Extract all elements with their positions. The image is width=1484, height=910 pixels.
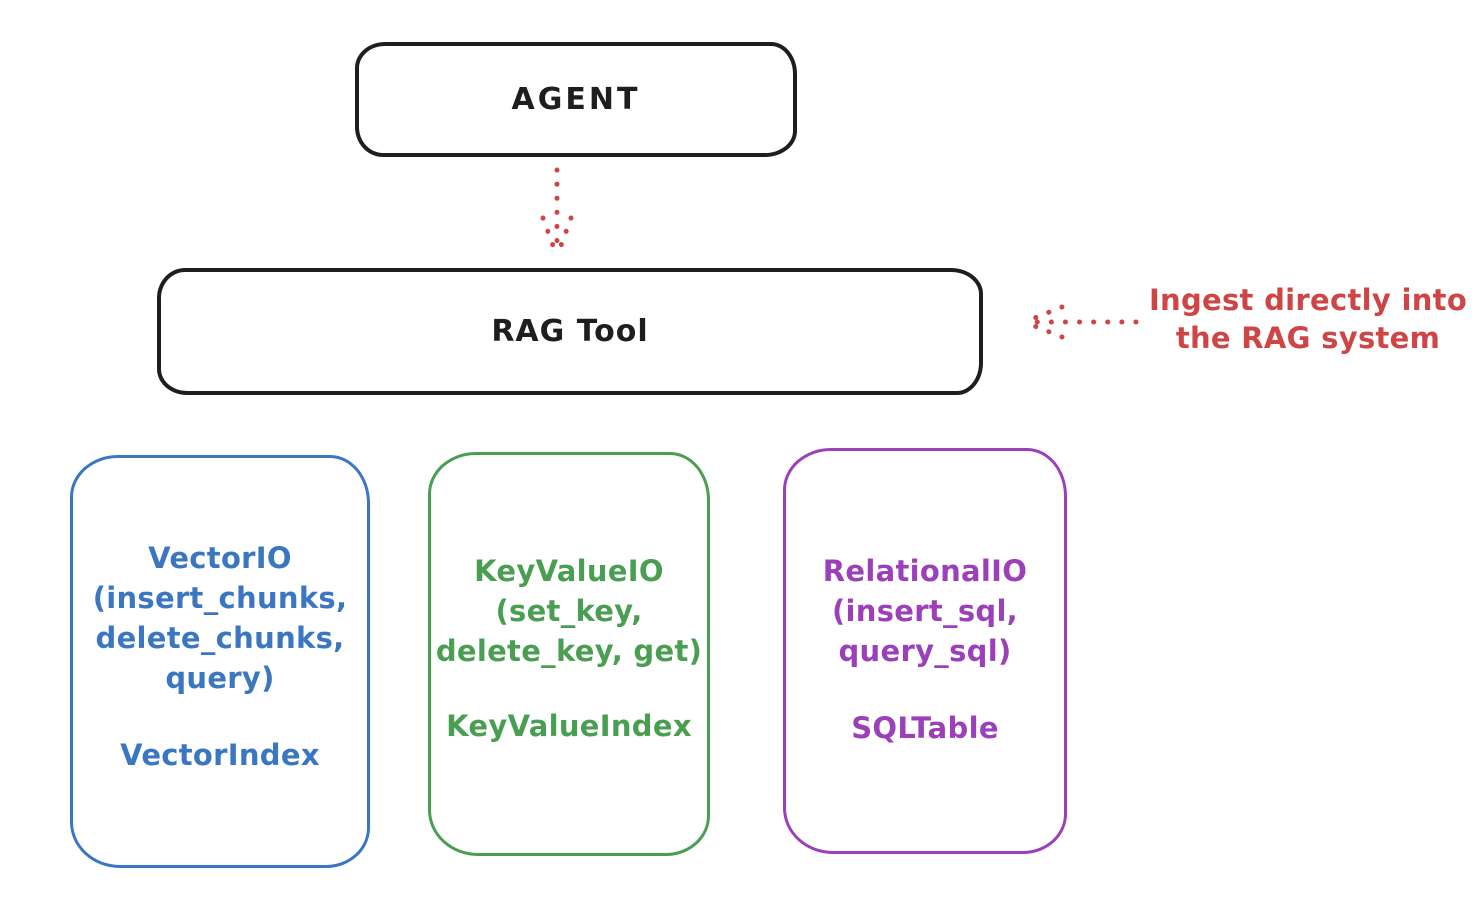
rag-tool-box: RAG Tool — [157, 268, 983, 395]
keyvalue-io-box: KeyValueIO (set_key, delete_key, get) Ke… — [428, 452, 710, 856]
ingest-annotation: Ingest directly into the RAG system — [1148, 283, 1468, 355]
sql-table-label: SQLTable — [851, 711, 999, 745]
keyvalue-io-label: KeyValueIO (set_key, delete_key, get) — [435, 554, 703, 668]
relational-io-label: RelationalIO (insert_sql, query_sql) — [822, 554, 1028, 668]
keyvalue-index-label: KeyValueIndex — [446, 709, 692, 743]
vector-io-box: VectorIO (insert_chunks, delete_chunks, … — [70, 455, 370, 868]
annotation-arrow — [1024, 304, 1139, 340]
agent-box-label: AGENT — [511, 82, 641, 117]
vector-index-label: VectorIndex — [120, 738, 320, 772]
agent-box: AGENT — [355, 42, 797, 157]
rag-tool-box-label: RAG Tool — [491, 314, 649, 349]
agent-to-rag-arrow — [540, 167, 574, 254]
vector-io-label: VectorIO (insert_chunks, delete_chunks, … — [92, 541, 348, 695]
relational-io-box: RelationalIO (insert_sql, query_sql) SQL… — [783, 448, 1067, 854]
